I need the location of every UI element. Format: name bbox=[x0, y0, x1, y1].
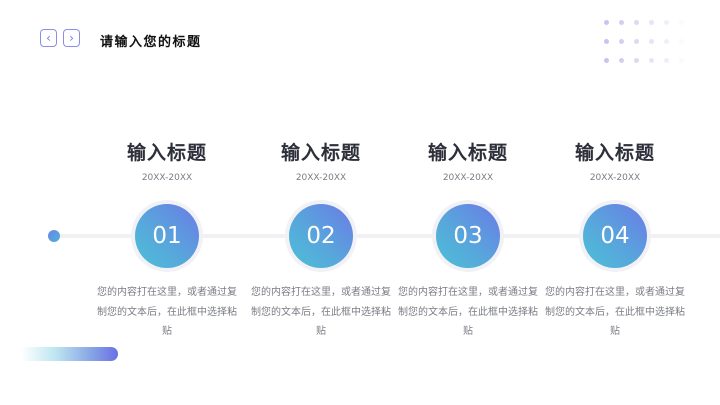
step-description: 您的内容打在这里，或者通过复制您的文本后，在此框中选择粘贴 bbox=[398, 287, 538, 337]
step-number-ring: 02 bbox=[285, 200, 357, 272]
decorative-dot bbox=[634, 58, 639, 63]
decorative-gradient-bar bbox=[21, 347, 118, 361]
decorative-dot bbox=[649, 58, 654, 63]
decorative-dot bbox=[619, 20, 624, 25]
decorative-dot bbox=[664, 39, 669, 44]
decorative-dot bbox=[679, 58, 684, 63]
chevron-left-icon: ‹ bbox=[46, 31, 51, 45]
decorative-dot bbox=[604, 39, 609, 44]
step-date: 20XX-20XX bbox=[295, 173, 347, 183]
timeline-line bbox=[55, 234, 720, 238]
decorative-dot bbox=[619, 58, 624, 63]
step-number-badge: 01 bbox=[135, 204, 199, 268]
decorative-dot bbox=[634, 20, 639, 25]
decorative-dot bbox=[619, 39, 624, 44]
decorative-dot bbox=[679, 39, 684, 44]
page-title: 请输入您的标题 bbox=[100, 35, 202, 50]
decorative-dot bbox=[679, 20, 684, 25]
decorative-dot bbox=[634, 39, 639, 44]
decorative-dot bbox=[664, 58, 669, 63]
decorative-dot-grid bbox=[604, 20, 694, 63]
chevron-right-icon: › bbox=[69, 31, 74, 45]
decorative-dot bbox=[664, 20, 669, 25]
step-description: 您的内容打在这里，或者通过复制您的文本后，在此框中选择粘贴 bbox=[97, 287, 237, 337]
step-title: 输入标题 bbox=[280, 142, 361, 164]
decorative-dot bbox=[649, 20, 654, 25]
step-number-badge: 02 bbox=[289, 204, 353, 268]
step-number-ring: 04 bbox=[579, 200, 651, 272]
timeline-start-dot bbox=[48, 230, 60, 242]
step-date: 20XX-20XX bbox=[141, 173, 193, 183]
decorative-dot bbox=[604, 20, 609, 25]
step-number-badge: 03 bbox=[436, 204, 500, 268]
step-number-ring: 03 bbox=[432, 200, 504, 272]
step-description: 您的内容打在这里，或者通过复制您的文本后，在此框中选择粘贴 bbox=[251, 287, 391, 337]
step-title: 输入标题 bbox=[574, 142, 655, 164]
decorative-dot bbox=[604, 58, 609, 63]
step-description: 您的内容打在这里，或者通过复制您的文本后，在此框中选择粘贴 bbox=[545, 287, 685, 337]
step-date: 20XX-20XX bbox=[589, 173, 641, 183]
step-title: 输入标题 bbox=[427, 142, 508, 164]
decorative-dot bbox=[649, 39, 654, 44]
step-title: 输入标题 bbox=[126, 142, 207, 164]
step-date: 20XX-20XX bbox=[442, 173, 494, 183]
next-button[interactable]: › bbox=[63, 29, 80, 47]
prev-button[interactable]: ‹ bbox=[40, 29, 57, 47]
step-number-ring: 01 bbox=[131, 200, 203, 272]
step-number-badge: 04 bbox=[583, 204, 647, 268]
